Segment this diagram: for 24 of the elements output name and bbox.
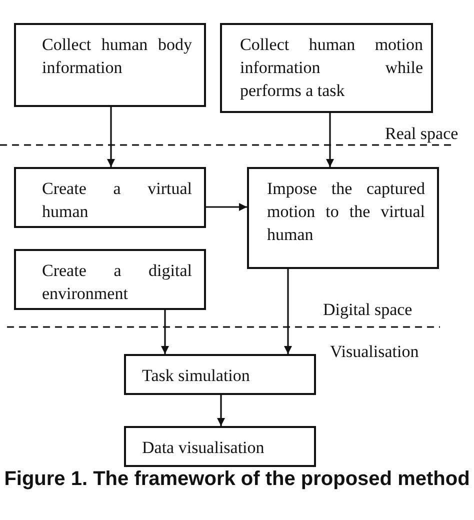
process-box [124, 354, 316, 395]
process-box [14, 249, 206, 310]
arrow [326, 113, 334, 167]
process-box [220, 23, 433, 113]
figure-caption: Figure 1. The framework of the proposed method [3, 467, 471, 491]
arrow [217, 395, 225, 426]
arrow [161, 310, 169, 354]
arrow [206, 203, 247, 211]
box-text: Collect human motion information while performs a task [240, 34, 423, 102]
box-text: Create a digital environment [42, 260, 192, 305]
box-text: Create a virtual human [42, 178, 192, 223]
box-text: Impose the captured motion to the virtual human [267, 178, 425, 246]
process-box [14, 23, 206, 107]
process-box [247, 167, 439, 269]
box-text: Data visualisation [142, 437, 266, 459]
arrow [107, 107, 115, 167]
region-label: Visualisation [330, 342, 419, 362]
region-label: Digital space [323, 300, 412, 320]
arrow [284, 269, 292, 354]
process-box [14, 167, 206, 228]
box-text: Collect human body information [42, 34, 192, 79]
box-text: Task simulation [142, 365, 251, 387]
region-label: Real space [385, 124, 458, 144]
process-box [124, 426, 316, 467]
